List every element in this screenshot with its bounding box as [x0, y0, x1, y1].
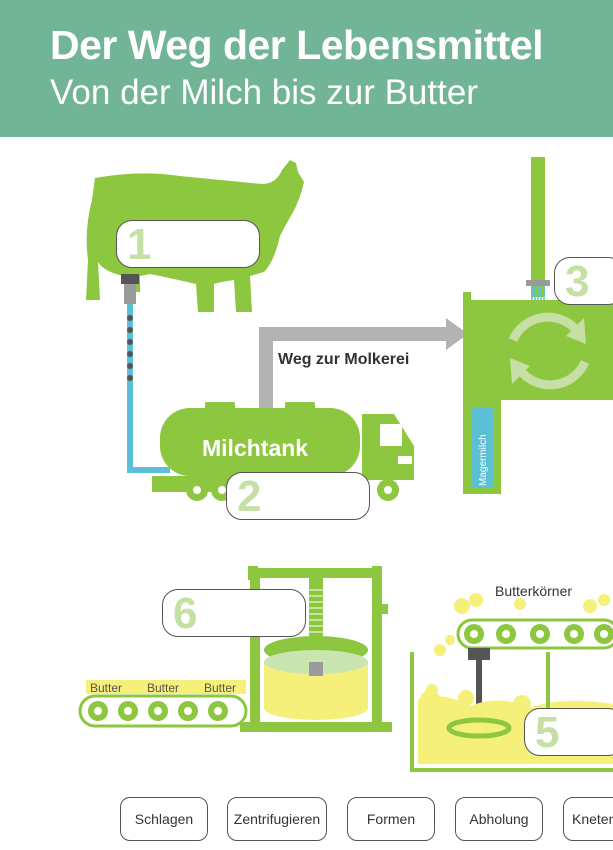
label-button-kneten[interactable]: Kneten: [563, 797, 613, 841]
butter-label-3: Butter: [204, 681, 236, 695]
milking-device-icon: [121, 274, 170, 473]
skim-milk-label: Magermilch: [478, 434, 489, 486]
butter-conveyor-icon: [78, 680, 248, 728]
label-button-zentrifugieren[interactable]: Zentrifugieren: [227, 797, 327, 841]
step-number-5: 5: [535, 708, 560, 757]
page-title: Der Weg der Lebensmittel: [50, 22, 544, 68]
butter-label-2: Butter: [147, 681, 179, 695]
butter-press-icon: [240, 566, 392, 732]
step-number-6: 6: [173, 589, 198, 638]
step-box-2[interactable]: 2: [226, 472, 370, 521]
step-number-1: 1: [127, 220, 152, 269]
butter-label-1: Butter: [90, 681, 122, 695]
butter-grains-label: Butterkörner: [495, 583, 572, 599]
label-button-schlagen[interactable]: Schlagen: [120, 797, 208, 841]
centrifuge-icon: [463, 157, 613, 494]
header-banner: Der Weg der Lebensmittel Von der Milch b…: [0, 0, 613, 137]
step-box-5[interactable]: 5: [524, 708, 613, 757]
route-arrow-icon: [259, 318, 468, 408]
tank-label: Milchtank: [202, 435, 308, 461]
step-box-3[interactable]: 3: [554, 257, 613, 306]
step-box-1[interactable]: 1: [116, 220, 260, 269]
route-label: Weg zur Molkerei: [278, 351, 409, 368]
step-box-6[interactable]: 6: [162, 589, 306, 638]
label-button-abholung[interactable]: Abholung: [455, 797, 543, 841]
step-number-2: 2: [237, 472, 262, 521]
step-number-3: 3: [565, 257, 590, 306]
page-subtitle: Von der Milch bis zur Butter: [50, 73, 478, 112]
label-button-formen[interactable]: Formen: [347, 797, 435, 841]
